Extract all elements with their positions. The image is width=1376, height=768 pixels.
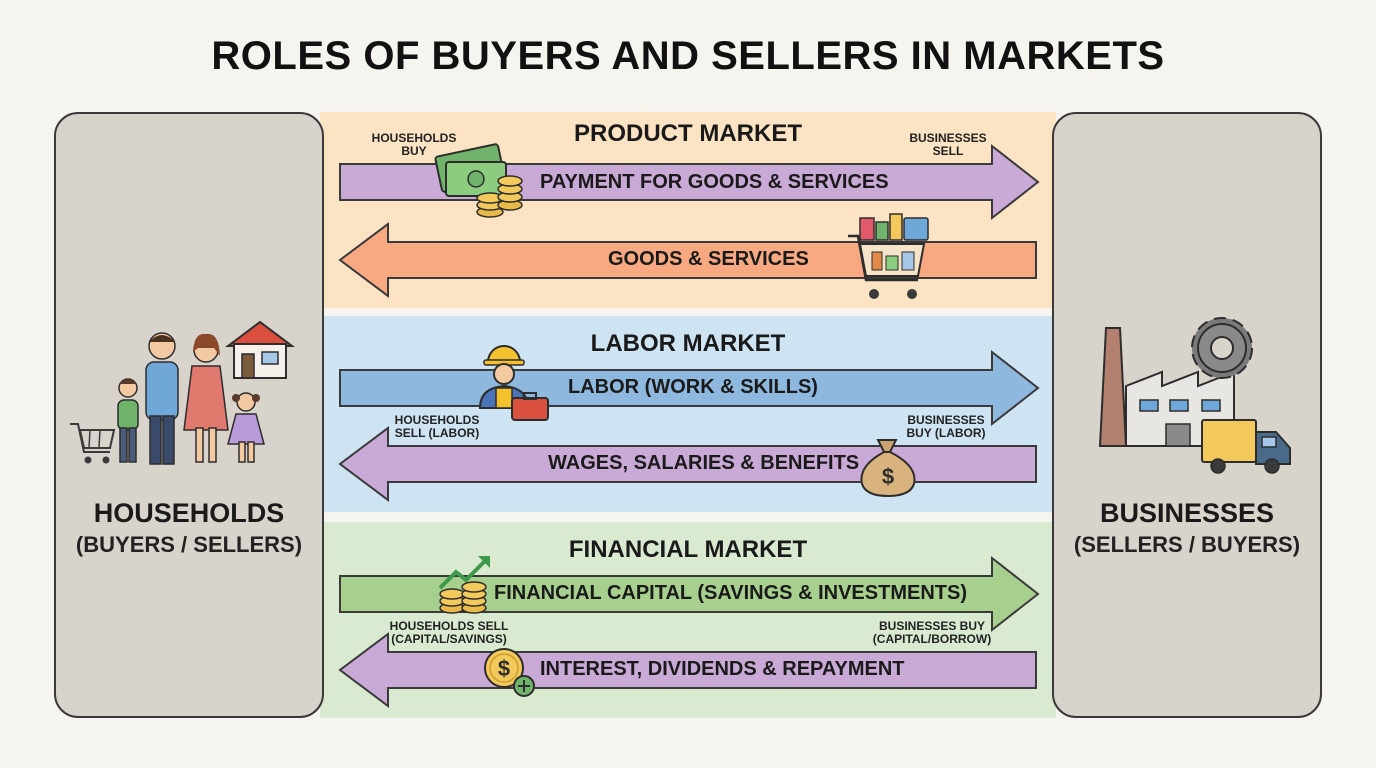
product-right-label-line2: SELL	[932, 144, 964, 158]
family-icon	[70, 332, 265, 465]
capital-arrow-label: FINANCIAL CAPITAL (SAVINGS & INVESTMENTS…	[494, 582, 967, 604]
svg-text:$: $	[882, 464, 894, 489]
payment-arrow-label: PAYMENT FOR GOODS & SERVICES	[540, 171, 889, 193]
financial-left-label-line2: (CAPITAL/SAVINGS)	[391, 632, 507, 646]
product-households-buy-label: HOUSEHOLDS BUY	[362, 132, 466, 158]
shopping-cart-icon	[848, 213, 929, 299]
labor-right-label-line1: BUSINESSES	[907, 413, 985, 427]
businesses-title: BUSINESSES	[1099, 498, 1275, 528]
product-left-label-line1: HOUSEHOLDS	[371, 131, 457, 145]
house-icon	[225, 320, 295, 379]
growth-coins-icon	[438, 556, 490, 614]
financial-businesses-buy-label: BUSINESSES BUY (CAPITAL/BORROW)	[866, 620, 998, 646]
labor-businesses-buy-label: BUSINESSES BUY (LABOR)	[886, 414, 1006, 440]
financial-market-title: FINANCIAL MARKET	[568, 536, 808, 563]
households-title: HOUSEHOLDS	[93, 498, 285, 528]
goods-arrow-label: GOODS & SERVICES	[608, 248, 809, 270]
financial-right-label-line1: BUSINESSES BUY	[878, 619, 986, 633]
goods-arrow	[338, 222, 1037, 298]
svg-text:$: $	[498, 656, 510, 681]
money-bag-icon: $	[860, 439, 916, 498]
interest-arrow-label: INTEREST, DIVIDENDS & REPAYMENT	[540, 658, 905, 680]
product-left-label-line2: BUY	[401, 144, 427, 158]
financial-right-label-line2: (CAPITAL/BORROW)	[872, 632, 992, 646]
money-icon	[434, 143, 523, 218]
truck-icon	[1201, 419, 1291, 474]
businesses-subtitle: (SELLERS / BUYERS)	[1073, 532, 1301, 557]
labor-left-label-line1: HOUSEHOLDS	[394, 413, 480, 427]
labor-right-label-line2: BUY (LABOR)	[906, 426, 986, 440]
households-panel: HOUSEHOLDS (BUYERS / SELLERS)	[54, 112, 324, 718]
financial-left-label-line1: HOUSEHOLDS SELL	[389, 619, 509, 633]
labor-households-sell-label: HOUSEHOLDS SELL (LABOR)	[378, 414, 496, 440]
labor-arrow-label: LABOR (WORK & SKILLS)	[568, 376, 818, 398]
product-market-title: PRODUCT MARKET	[574, 120, 802, 147]
labor-left-label-line2: SELL (LABOR)	[394, 426, 480, 440]
coin-plus-icon: $	[484, 648, 535, 697]
financial-households-sell-label: HOUSEHOLDS SELL (CAPITAL/SAVINGS)	[384, 620, 514, 646]
worker-icon	[478, 345, 549, 421]
product-businesses-sell-label: BUSINESSES SELL	[896, 132, 1000, 158]
gear-icon	[1191, 317, 1253, 379]
page-title: ROLES OF BUYERS AND SELLERS IN MARKETS	[211, 34, 1165, 78]
product-right-label-line1: BUSINESSES	[909, 131, 987, 145]
households-subtitle: (BUYERS / SELLERS)	[75, 532, 303, 557]
labor-market-title: LABOR MARKET	[590, 330, 786, 357]
wages-arrow-label: WAGES, SALARIES & BENEFITS	[548, 452, 860, 474]
